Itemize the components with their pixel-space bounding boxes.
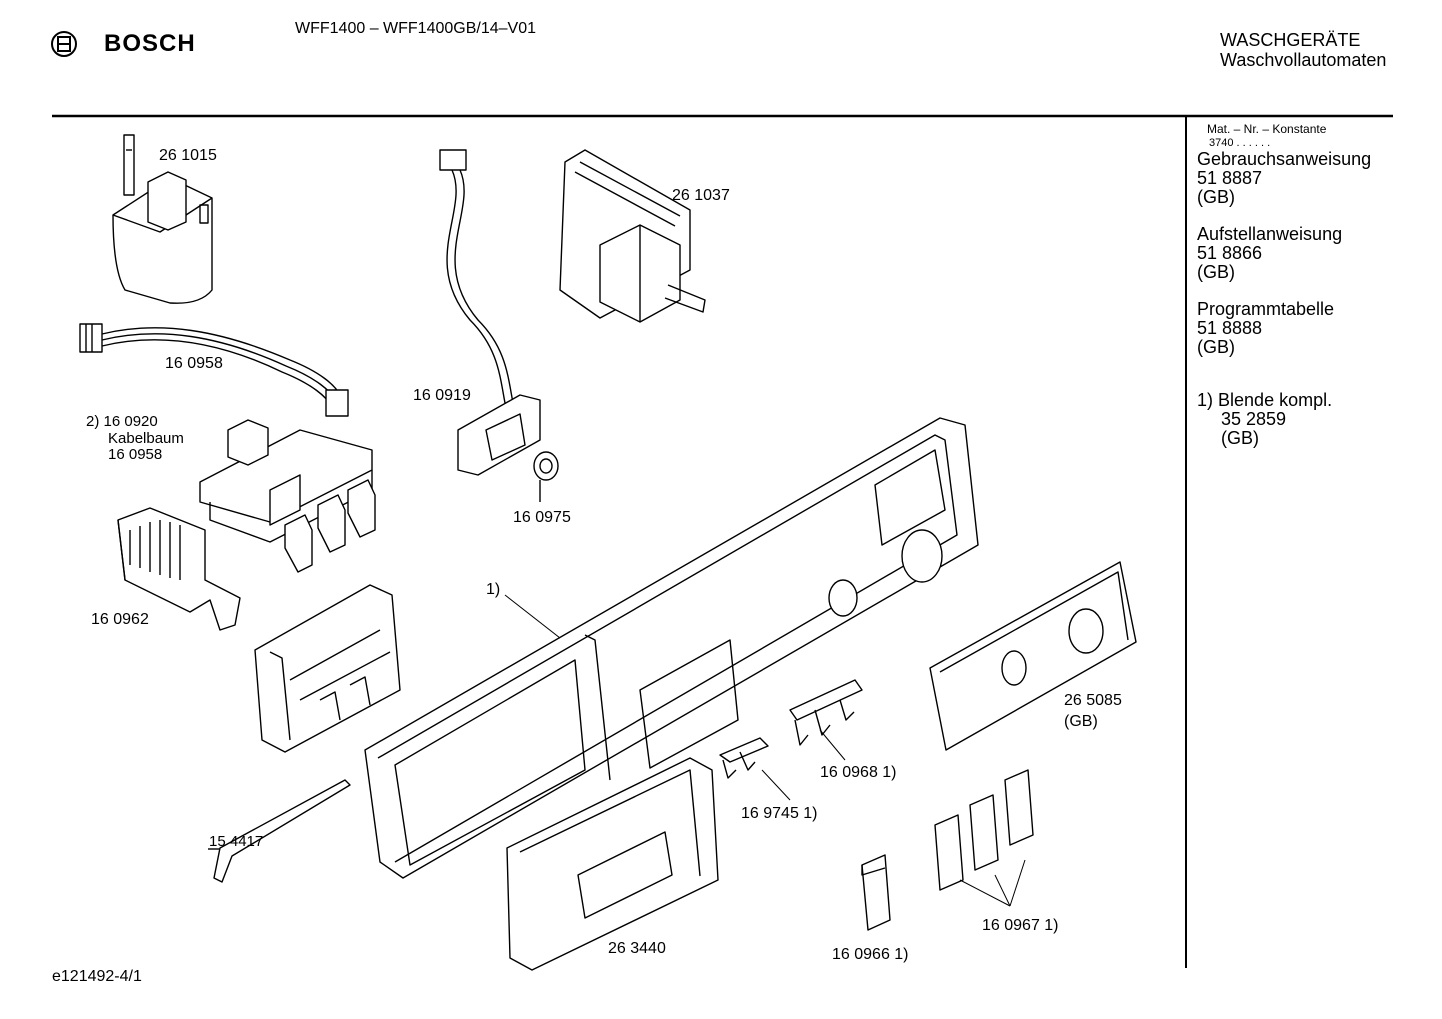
label-261015: 26 1015 bbox=[159, 147, 217, 164]
label-154417: 15 4417 bbox=[209, 833, 264, 850]
doc-lang: (GB) bbox=[1197, 187, 1235, 207]
rod-part-154417 bbox=[208, 779, 351, 883]
label-160958: 16 0958 bbox=[165, 355, 223, 372]
doc-title: Aufstellanweisung bbox=[1197, 224, 1343, 244]
mat-value: 3740 . . . . . . bbox=[1209, 137, 1271, 149]
knob-part-160975 bbox=[533, 451, 559, 502]
programmer-part-261037 bbox=[559, 149, 706, 323]
category-title: WASCHGERÄTE bbox=[1220, 30, 1361, 50]
label-265085-lang: (GB) bbox=[1064, 713, 1098, 730]
doc-lang: (GB) bbox=[1197, 262, 1235, 282]
spring-part-160968 bbox=[789, 679, 863, 746]
cable-part-160958 bbox=[79, 323, 349, 417]
doc-entry: Aufstellanweisung 51 8866 (GB) bbox=[1197, 225, 1371, 282]
label-169745: 16 9745 1) bbox=[741, 805, 818, 822]
footnote-entry: 1) Blende kompl. 35 2859 (GB) bbox=[1197, 391, 1371, 448]
leader-lines bbox=[504, 485, 1026, 907]
doc-entry: Gebrauchsanweisung 51 8887 (GB) bbox=[1197, 150, 1371, 207]
footnote-title: 1) Blende kompl. bbox=[1197, 391, 1371, 410]
doc-number: 51 8888 bbox=[1197, 318, 1263, 338]
doc-number: 51 8887 bbox=[1197, 168, 1263, 188]
cover-plate-part-265085 bbox=[929, 561, 1137, 751]
brand-name: BOSCH bbox=[104, 30, 196, 57]
label-261037: 26 1037 bbox=[672, 187, 730, 204]
label-kabelbaum: Kabelbaum bbox=[108, 430, 184, 447]
bosch-armature-icon bbox=[51, 31, 77, 57]
label-160962: 16 0962 bbox=[91, 611, 149, 628]
label-160966: 16 0966 1) bbox=[832, 946, 909, 963]
doc-number: 51 8866 bbox=[1197, 243, 1263, 263]
label-160967: 16 0967 1) bbox=[982, 917, 1059, 934]
subcategory-title: Waschvollautomaten bbox=[1220, 50, 1387, 70]
footnote-number: 35 2859 bbox=[1221, 409, 1287, 429]
label-160919: 16 0919 bbox=[413, 387, 471, 404]
doc-lang: (GB) bbox=[1197, 337, 1235, 357]
filter-part-261015 bbox=[112, 134, 213, 304]
doc-title: Gebrauchsanweisung bbox=[1197, 149, 1372, 169]
button-part-160967 bbox=[934, 769, 1034, 891]
label-panel-marker: 1) bbox=[486, 581, 501, 598]
programmer-cable-part-160919 bbox=[439, 149, 541, 476]
doc-id: e121492-4/1 bbox=[52, 968, 142, 985]
label-160975: 16 0975 bbox=[513, 509, 571, 526]
label-263440: 26 3440 bbox=[608, 940, 666, 957]
doc-title: Programmtabelle bbox=[1197, 299, 1335, 319]
doc-entry: Programmtabelle 51 8888 (GB) bbox=[1197, 300, 1371, 357]
spring-part-169745 bbox=[719, 737, 769, 779]
footnote-lang: (GB) bbox=[1221, 428, 1259, 448]
drawer-handle-part-263440 bbox=[506, 757, 719, 971]
control-panel-fascia bbox=[364, 417, 979, 879]
handle-frame-part bbox=[254, 584, 401, 753]
switch-block-part-160920 bbox=[199, 419, 376, 573]
door-lock-part-160962 bbox=[117, 507, 241, 631]
footnote-marker: 1) bbox=[1197, 390, 1214, 410]
label-160920: 2) 16 0920 bbox=[86, 413, 158, 430]
model-title: WFF1400 – WFF1400GB/14–V01 bbox=[295, 20, 536, 37]
mat-label: Mat. – Nr. – Konstante bbox=[1207, 122, 1327, 136]
label-160958b: 16 0958 bbox=[108, 446, 163, 463]
sidebar-info: Mat. – Nr. – Konstante 3740 . . . . . . … bbox=[1197, 122, 1371, 448]
button-part-160966 bbox=[861, 854, 891, 931]
label-265085: 26 5085 bbox=[1064, 692, 1122, 709]
label-160968: 16 0968 1) bbox=[820, 764, 897, 781]
footnote-text: Blende kompl. bbox=[1218, 390, 1333, 410]
